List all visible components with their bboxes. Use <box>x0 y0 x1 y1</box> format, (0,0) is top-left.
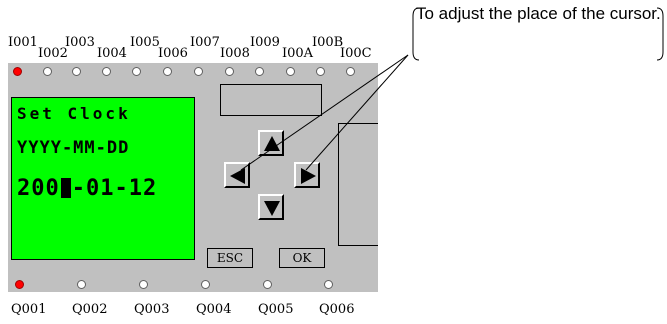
output-label-q004: Q004 <box>196 302 232 317</box>
lcd-line-title: Set Clock <box>17 104 131 123</box>
output-led-q003 <box>139 280 148 289</box>
up-arrow-icon <box>264 136 280 151</box>
input-label-i00c: I00C <box>340 46 372 61</box>
esc-button[interactable]: ESC <box>207 248 253 268</box>
lcd-line-date: 200 -01-12 <box>17 176 157 201</box>
output-label-q002: Q002 <box>72 302 108 317</box>
left-arrow-icon <box>230 168 245 184</box>
input-label-i009: I009 <box>250 35 280 50</box>
output-led-q004 <box>201 280 210 289</box>
output-led-q002 <box>77 280 86 289</box>
output-label-q005: Q005 <box>258 302 294 317</box>
output-label-q003: Q003 <box>134 302 170 317</box>
input-label-i001: I001 <box>8 35 38 50</box>
lcd-date-rest: -01-12 <box>71 176 158 201</box>
status-window <box>220 84 322 116</box>
input-label-i00b: I00B <box>312 35 344 50</box>
output-label-q001: Q001 <box>11 302 47 317</box>
output-led-q006 <box>324 280 333 289</box>
input-label-i003: I003 <box>65 35 95 50</box>
input-label-i006: I006 <box>158 46 188 61</box>
input-label-i00a: I00A <box>282 46 314 61</box>
right-arrow-icon <box>301 168 316 184</box>
input-led-i00a <box>286 67 295 76</box>
lcd-screen: Set Clock YYYY-MM-DD 200 -01-12 <box>11 97 195 260</box>
output-led-q005 <box>263 280 272 289</box>
down-arrow-icon <box>264 201 280 216</box>
input-led-i006 <box>163 67 172 76</box>
ok-button[interactable]: OK <box>279 248 325 268</box>
input-led-i005 <box>132 67 141 76</box>
input-led-i004 <box>102 67 111 76</box>
input-label-i005: I005 <box>130 35 160 50</box>
input-led-i003 <box>72 67 81 76</box>
lcd-date-year-part: 200 <box>17 176 60 201</box>
input-led-i00b <box>316 67 325 76</box>
down-arrow-button[interactable] <box>258 194 284 220</box>
side-module-panel <box>338 123 378 246</box>
up-arrow-button[interactable] <box>258 130 284 156</box>
right-arrow-button[interactable] <box>294 162 320 188</box>
input-label-i007: I007 <box>190 35 220 50</box>
input-label-i004: I004 <box>97 46 127 61</box>
callout-text: To adjust the place of the cursor. <box>416 4 661 23</box>
input-led-i00c <box>346 67 355 76</box>
lcd-cursor <box>60 178 71 198</box>
input-led-i009 <box>255 67 264 76</box>
input-led-i002 <box>43 67 52 76</box>
input-label-i002: I002 <box>38 46 68 61</box>
input-led-i001 <box>13 67 22 76</box>
lcd-line-format: YYYY-MM-DD <box>17 138 130 158</box>
output-label-q006: Q006 <box>319 302 355 317</box>
input-led-i008 <box>225 67 234 76</box>
input-led-i007 <box>194 67 203 76</box>
output-led-q001 <box>15 280 24 289</box>
input-label-i008: I008 <box>220 46 250 61</box>
